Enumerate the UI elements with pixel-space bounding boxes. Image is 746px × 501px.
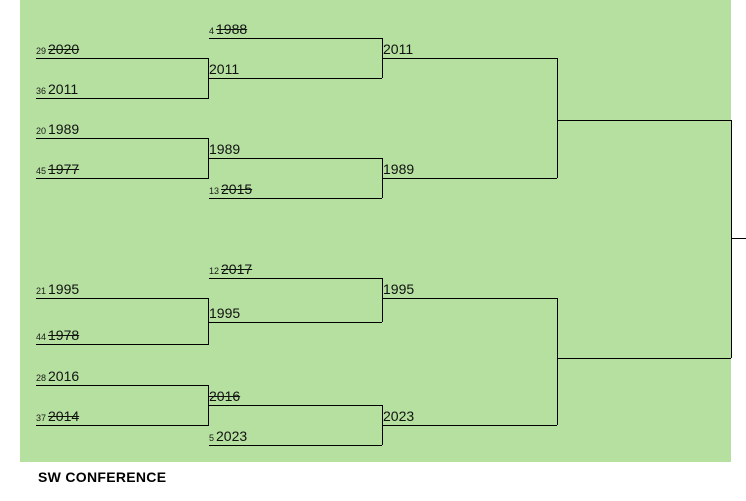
slot-underline	[383, 178, 557, 179]
bracket-link	[557, 120, 731, 121]
seed-number: 36	[36, 86, 47, 96]
slot-underline	[383, 425, 557, 426]
bracket-slot[interactable]: 2011	[209, 62, 239, 78]
slot-underline	[36, 98, 208, 99]
bracket-connector	[557, 58, 558, 178]
team-label: 2015	[221, 181, 253, 197]
seed-number: 4	[209, 26, 215, 36]
team-label: 1995	[209, 305, 241, 321]
slot-underline	[36, 58, 208, 59]
team-label: 1995	[383, 281, 415, 297]
team-label: 2020	[48, 41, 80, 57]
bracket-connector	[208, 298, 209, 345]
bracket-link	[557, 358, 731, 359]
bracket-link	[731, 238, 746, 239]
slot-underline	[209, 158, 382, 159]
team-label: 2014	[48, 408, 80, 424]
seed-number: 44	[36, 332, 47, 342]
seed-number: 20	[36, 126, 47, 136]
slot-underline	[36, 425, 208, 426]
team-label: 1977	[48, 161, 80, 177]
bracket-slot[interactable]: 1995	[383, 282, 414, 298]
bracket-slot[interactable]: 1989	[383, 162, 414, 178]
slot-underline	[209, 198, 382, 199]
bracket-connector	[382, 278, 383, 322]
slot-underline	[36, 344, 208, 345]
seed-number: 21	[36, 286, 47, 296]
team-label: 2016	[209, 388, 241, 404]
bracket-connector	[208, 138, 209, 179]
bracket-connector	[557, 298, 558, 425]
team-label: 2023	[216, 428, 248, 444]
team-label: 1989	[383, 161, 415, 177]
conference-bracket-panel	[20, 0, 731, 462]
bracket-connector	[208, 385, 209, 426]
team-label: 1989	[209, 141, 241, 157]
team-label: 1989	[48, 121, 80, 137]
slot-underline	[36, 385, 208, 386]
slot-underline	[209, 322, 382, 323]
bracket-slot[interactable]: 1995	[209, 306, 240, 322]
bracket-slot[interactable]: 2023	[383, 409, 414, 425]
team-label: 1988	[216, 21, 248, 37]
team-label: 1978	[48, 327, 80, 343]
team-label: 1995	[48, 281, 80, 297]
seed-number: 37	[36, 413, 47, 423]
seed-number: 28	[36, 373, 47, 383]
conference-title: SW CONFERENCE	[38, 469, 167, 485]
seed-number: 29	[36, 46, 47, 56]
seed-number: 12	[209, 266, 220, 276]
slot-underline	[383, 58, 557, 59]
slot-underline	[36, 138, 208, 139]
slot-underline	[209, 405, 382, 406]
seed-number: 45	[36, 166, 47, 176]
bracket-connector	[382, 405, 383, 445]
bracket-connector	[382, 38, 383, 78]
slot-underline	[209, 445, 382, 446]
slot-underline	[36, 178, 208, 179]
slot-underline	[209, 38, 382, 39]
team-label: 2011	[383, 41, 414, 57]
seed-number: 5	[209, 433, 215, 443]
slot-underline	[209, 78, 382, 79]
bracket-connector	[208, 58, 209, 99]
bracket-slot[interactable]: 1989	[209, 142, 240, 158]
bracket-connector	[382, 158, 383, 198]
slot-underline	[36, 298, 208, 299]
team-label: 2016	[48, 368, 80, 384]
team-label: 2017	[221, 261, 253, 277]
seed-number: 13	[209, 186, 220, 196]
bracket-slot[interactable]: 2016	[209, 389, 240, 405]
team-label: 2023	[383, 408, 415, 424]
team-label: 2011	[48, 81, 79, 97]
team-label: 2011	[209, 61, 240, 77]
bracket-connector	[731, 120, 732, 358]
slot-underline	[383, 298, 557, 299]
slot-underline	[209, 278, 382, 279]
bracket-slot[interactable]: 2011	[383, 42, 413, 58]
